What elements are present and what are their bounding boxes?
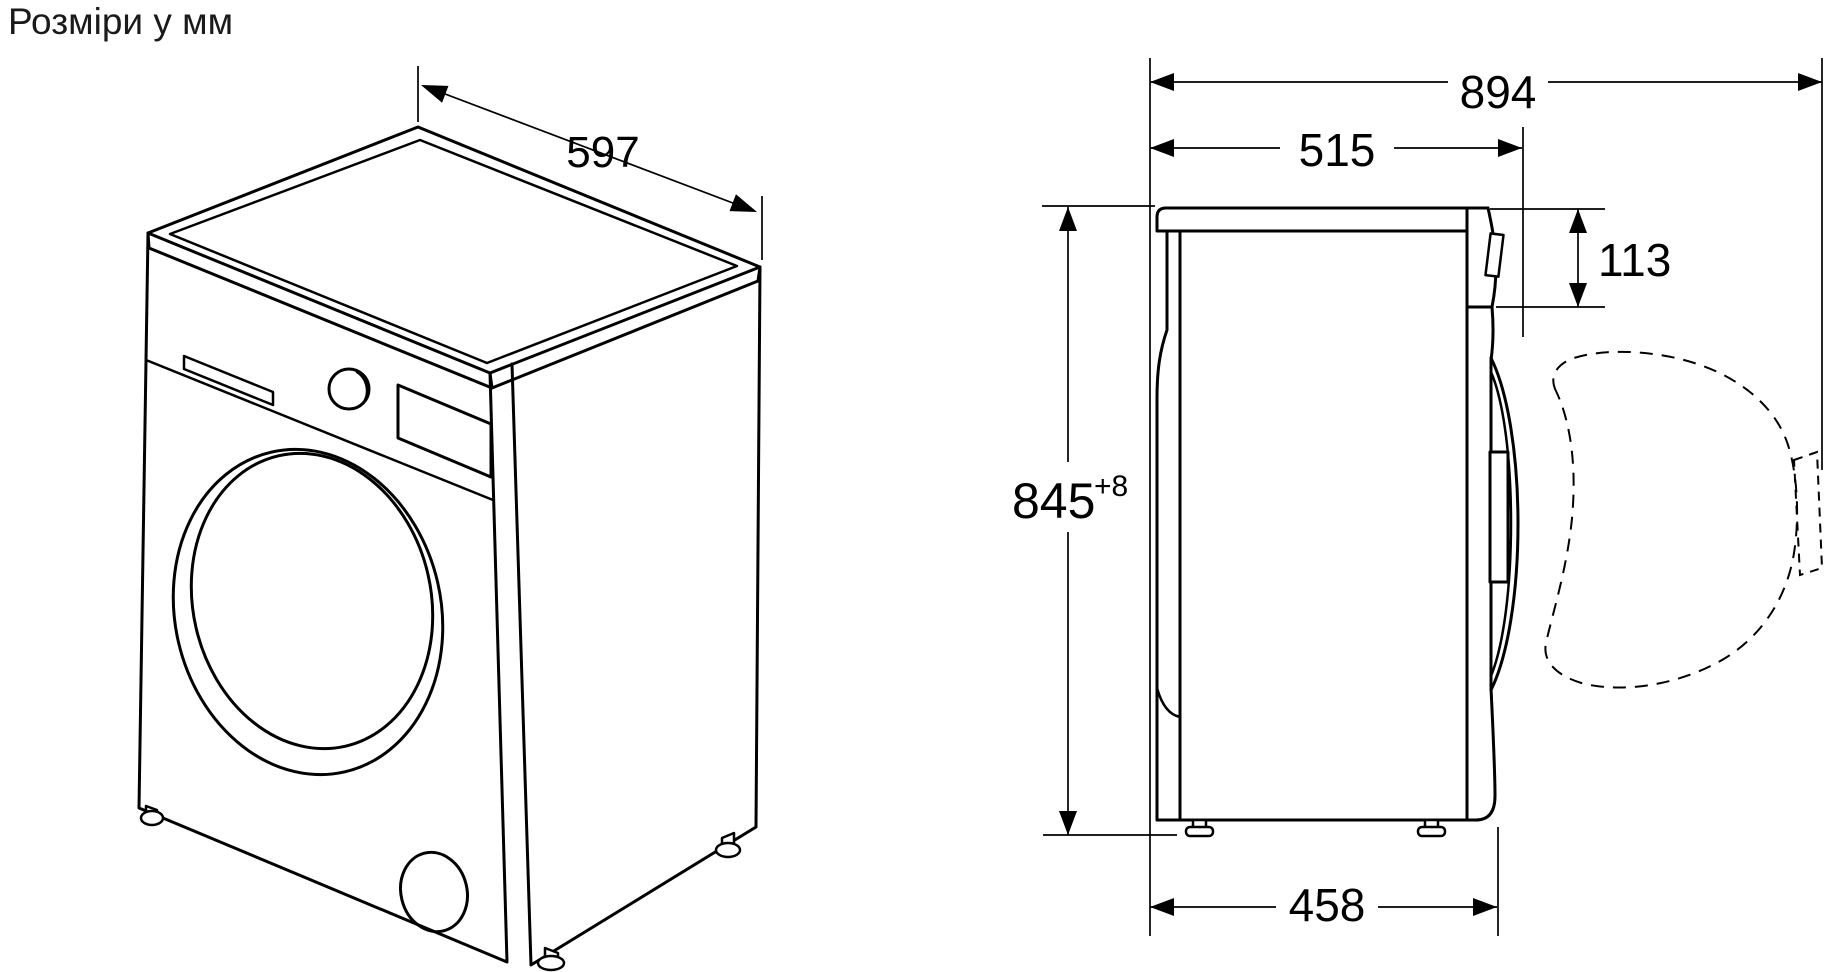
feet-isometric: [139, 804, 742, 972]
service-flap: [399, 850, 469, 934]
back-panel-bulge: [1155, 229, 1169, 822]
dimension-arrow-icon: [1150, 73, 1174, 91]
dim-label-height-tolerance: +8: [1094, 470, 1128, 503]
page-title: Розміри у мм: [8, 1, 233, 42]
dim-label-base-depth: 458: [1289, 879, 1366, 931]
dimension-overall-depth: 894: [1150, 66, 1822, 118]
side-view: 894 515 113 845 +8: [1012, 58, 1824, 936]
machine-side-profile: [1155, 206, 1520, 838]
detergent-drawer: [182, 354, 275, 407]
cabinet-body: [137, 231, 762, 967]
dimension-base-depth: 458: [1150, 879, 1497, 931]
dimension-arrow-icon: [1059, 207, 1077, 231]
dimension-body-depth: 515: [1150, 124, 1522, 176]
dimension-panel-height: 113: [1569, 209, 1671, 307]
dim-label-overall-depth: 894: [1460, 66, 1537, 118]
extension-lines: [1042, 58, 1823, 936]
dimension-arrow-icon: [1150, 898, 1174, 916]
door-handle-open-dashed: [1792, 450, 1824, 577]
dim-label-panel-height: 113: [1598, 234, 1671, 286]
top-surface: [146, 125, 762, 390]
control-panel: [144, 354, 495, 502]
dimension-arrow-icon: [1473, 898, 1497, 916]
dimension-arrow-icon: [1059, 811, 1077, 835]
dimension-top-width: 597: [417, 66, 763, 260]
dimension-arrow-icon: [729, 194, 757, 212]
door: [171, 447, 445, 777]
isometric-view: 597: [137, 66, 763, 972]
knob-side: [1484, 232, 1505, 278]
door-handle: [1488, 450, 1510, 584]
display-panel: [396, 383, 493, 479]
dimension-height: 845 +8: [1012, 207, 1128, 835]
dim-label-height: 845: [1012, 473, 1095, 529]
door-swing-envelope: [1544, 350, 1824, 689]
dimension-arrow-icon: [1498, 139, 1522, 157]
door-side-profile: [1488, 356, 1520, 692]
dim-label-top-width: 597: [566, 128, 639, 177]
dimension-arrow-icon: [1569, 283, 1587, 307]
dim-label-body-depth: 515: [1299, 124, 1376, 176]
feet-side: [1184, 818, 1447, 838]
control-knob: [327, 367, 371, 411]
dimension-arrow-icon: [421, 85, 449, 103]
dimension-arrow-icon: [1798, 73, 1822, 91]
dimension-arrow-icon: [1569, 209, 1587, 233]
worktop: [1155, 206, 1490, 233]
dimension-arrow-icon: [1150, 139, 1174, 157]
